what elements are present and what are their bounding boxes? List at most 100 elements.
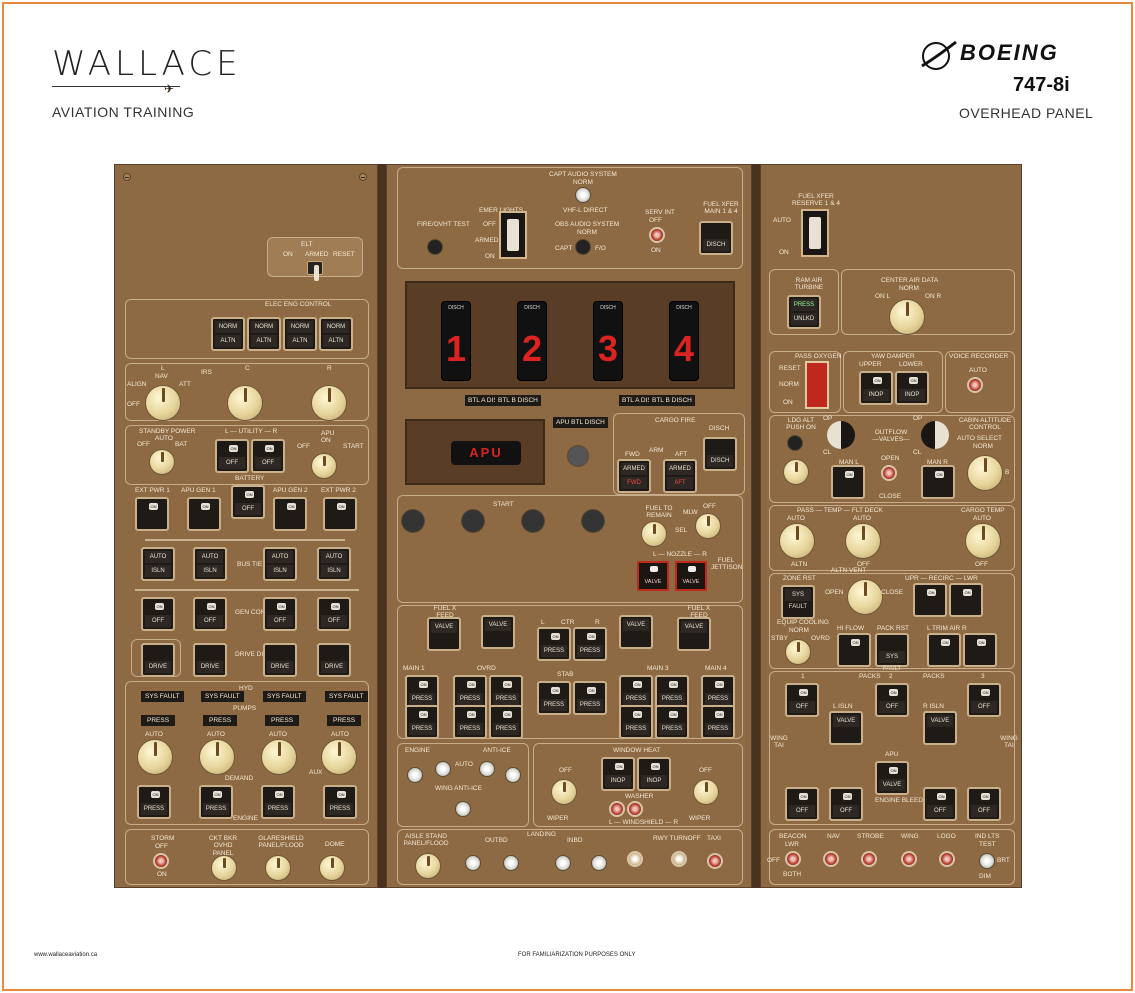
drive-1-button[interactable]: DRIVE [141, 643, 175, 677]
btl-a-disch-1[interactable]: BTL A DISCH [465, 395, 511, 407]
washer-l-button[interactable] [609, 801, 625, 817]
eng-1-anti-ice[interactable] [407, 767, 423, 783]
equip-cooling-selector[interactable] [785, 639, 811, 665]
apu-fire-handle[interactable]: APU [451, 441, 521, 465]
pass-temp-selector[interactable] [779, 523, 815, 559]
r-isln-button[interactable]: VALVE [923, 711, 957, 745]
landing-inbd-l-switch[interactable] [555, 855, 571, 871]
start-1-button[interactable] [401, 509, 425, 533]
irs-l-selector[interactable] [145, 385, 181, 421]
taxi-switch[interactable] [707, 853, 723, 869]
wing-lights-switch[interactable] [901, 851, 917, 867]
xfeed-3-button[interactable]: VALVE [619, 615, 653, 649]
btl-b-disch-1[interactable]: BTL B DISCH [495, 395, 541, 407]
hi-flow-button[interactable]: ON [837, 633, 871, 667]
voice-recorder-switch[interactable] [967, 377, 983, 393]
xfeed-1-button[interactable]: VALVE [427, 617, 461, 651]
glareshield-knob[interactable] [265, 855, 291, 881]
start-3-button[interactable] [521, 509, 545, 533]
xfeed-4-button[interactable]: VALVE [677, 617, 711, 651]
ext-pwr-1-button[interactable]: ON [135, 497, 169, 531]
demand-pump-1-selector[interactable] [137, 739, 173, 775]
beacon-switch[interactable] [785, 851, 801, 867]
start-4-button[interactable] [581, 509, 605, 533]
emer-lights-switch[interactable] [499, 211, 527, 259]
drive-3-button[interactable]: DRIVE [263, 643, 297, 677]
reserve-xfer-switch[interactable] [801, 209, 829, 257]
wiper-l-selector[interactable] [551, 779, 577, 805]
rwy-turnoff-r-switch[interactable] [671, 851, 687, 867]
btl-a-disch-2[interactable]: BTL A DISCH [619, 395, 665, 407]
dome-knob[interactable] [319, 855, 345, 881]
zone-rst-button[interactable]: SYS FAULT [781, 585, 815, 619]
outflow-man-r-button[interactable]: ON [921, 465, 955, 499]
xfeed-2-button[interactable]: VALVE [481, 615, 515, 649]
ind-lts-switch[interactable] [979, 853, 995, 869]
washer-r-button[interactable] [627, 801, 643, 817]
apu-disch-button[interactable] [567, 445, 589, 467]
demand-pump-2-selector[interactable] [199, 739, 235, 775]
cargo-disch-button[interactable]: DISCH [703, 437, 737, 471]
wiper-r-selector[interactable] [693, 779, 719, 805]
demand-pump-3-selector[interactable] [261, 739, 297, 775]
pass-oxygen-switch[interactable] [805, 361, 829, 409]
ldg-alt-knob[interactable] [783, 459, 809, 485]
altn-vent-selector[interactable] [847, 579, 883, 615]
outflow-man-l-button[interactable]: ON [831, 465, 865, 499]
ldg-alt-button[interactable] [787, 435, 803, 451]
apu-selector[interactable] [311, 453, 337, 479]
cargo-temp-selector[interactable] [965, 523, 1001, 559]
eng-4-anti-ice[interactable] [505, 767, 521, 783]
serv-int-switch[interactable] [649, 227, 665, 243]
standby-power-selector[interactable] [149, 449, 175, 475]
irs-c-selector[interactable] [227, 385, 263, 421]
recirc-lwr-button[interactable]: ON [949, 583, 983, 617]
pack-rst-button[interactable]: SYS FAULT [875, 633, 909, 672]
obs-audio-selector[interactable] [575, 239, 591, 255]
fuel-to-remain-knob[interactable] [641, 521, 667, 547]
fuel-jettison-selector[interactable] [695, 513, 721, 539]
eng-2-anti-ice[interactable] [435, 761, 451, 777]
